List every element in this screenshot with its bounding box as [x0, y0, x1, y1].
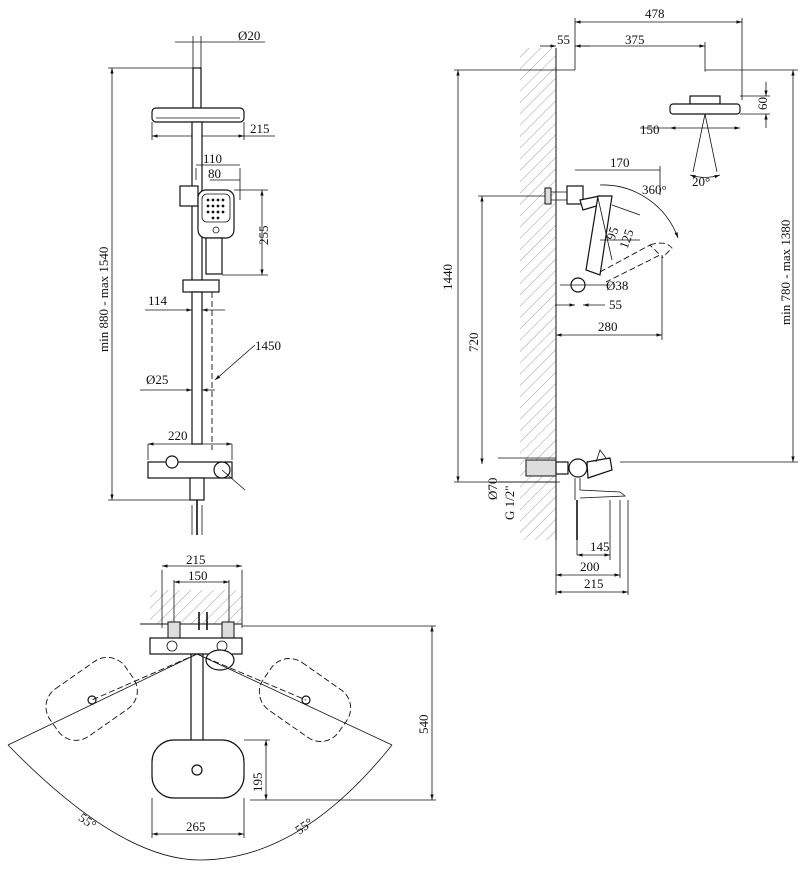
side-w478-label: 478 [645, 6, 665, 21]
side-hand-shower [585, 195, 613, 276]
side-w55-label: 55 [557, 32, 570, 47]
side-w55b-label: 55 [609, 297, 622, 312]
side-h95-label: 95 [603, 225, 622, 242]
front-height-label: min 880 - max 1540 [96, 247, 111, 352]
side-view: 478 55 375 60 150 20° 170 [440, 6, 798, 595]
top-sweep-arc [7, 744, 393, 861]
side-w145-label: 145 [590, 539, 610, 554]
top-wall [150, 590, 242, 624]
front-slider [182, 279, 220, 293]
side-mixer [568, 458, 588, 478]
side-wall-connection [525, 459, 557, 477]
side-h1440-label: 1440 [440, 264, 455, 290]
front-d20-label: Ø20 [238, 28, 260, 43]
side-w170-label: 170 [610, 155, 630, 170]
side-h720-label: 720 [466, 333, 481, 353]
top-head-rotated-right [258, 658, 352, 742]
side-w150-label: 150 [640, 122, 660, 137]
side-holder [566, 185, 584, 205]
side-rain-head [669, 103, 741, 115]
front-spout [189, 477, 205, 501]
top-h540-label: 540 [416, 715, 431, 735]
front-w110-label: 110 [203, 151, 222, 166]
front-w80-label: 80 [208, 166, 221, 181]
front-d114-label: 114 [148, 293, 168, 308]
front-view: Ø20 215 110 80 [96, 28, 281, 535]
top-w150-label: 150 [188, 568, 208, 583]
side-g12-label: G 1/2" [502, 485, 517, 520]
top-w265-label: 265 [186, 819, 206, 834]
side-w280-label: 280 [598, 319, 618, 334]
side-w375-label: 375 [625, 32, 645, 47]
side-height-label: min 780 - max 1380 [778, 220, 793, 325]
top-angle-right-label: 55° [292, 815, 316, 838]
front-h255-label: 255 [256, 226, 271, 246]
side-w215-label: 215 [584, 576, 604, 591]
front-rain-head [151, 107, 245, 123]
side-h60-label: 60 [755, 97, 770, 110]
side-d38-label: Ø38 [606, 278, 628, 293]
side-h125-label: 125 [616, 227, 637, 250]
front-w220-label: 220 [168, 428, 188, 443]
front-hand-shower [197, 189, 235, 239]
side-rot360-label: 360° [642, 182, 667, 197]
side-angle20-label: 20° [692, 174, 710, 189]
top-h195-label: 195 [250, 773, 265, 793]
front-w215-label: 215 [250, 121, 270, 136]
front-hand-handle [205, 237, 223, 275]
side-w200-label: 200 [580, 559, 600, 574]
side-d70-label: Ø70 [485, 478, 500, 500]
front-d25-label: Ø25 [146, 372, 168, 387]
top-view: 215 150 55° [7, 552, 436, 861]
front-hose-label: 1450 [255, 338, 281, 353]
front-riser-lower [191, 291, 203, 445]
front-nozzles [206, 198, 225, 220]
front-top-pipe [192, 67, 202, 109]
top-angle-left-label: 55° [76, 810, 100, 833]
top-handle [205, 649, 235, 671]
front-holder [179, 185, 199, 207]
top-w215-label: 215 [186, 552, 206, 567]
